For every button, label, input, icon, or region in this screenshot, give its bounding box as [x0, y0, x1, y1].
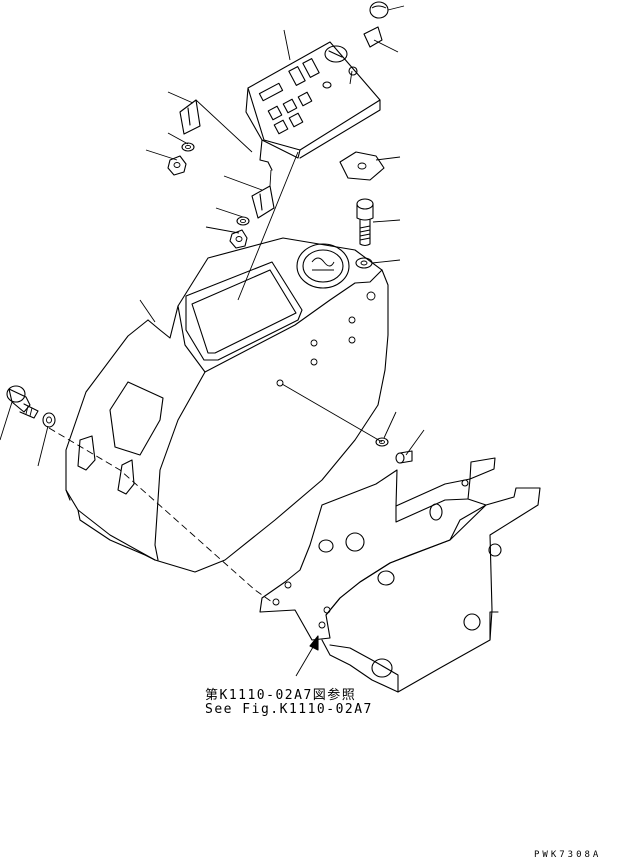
cover — [66, 238, 388, 572]
figure-reference-japanese: 第K1110-02A7図参照 — [205, 688, 357, 703]
plate — [340, 152, 384, 180]
washer — [43, 143, 388, 446]
figure-reference-english: See Fig.K1110-02A7 — [205, 702, 373, 717]
bracket — [180, 100, 274, 218]
leader-lines — [0, 6, 424, 676]
bolt — [396, 451, 412, 463]
key-switch — [364, 27, 382, 47]
switch-panel — [246, 42, 380, 170]
drawing-code: PWK7308A — [534, 850, 602, 860]
screw — [357, 199, 373, 246]
base-frame — [260, 458, 540, 692]
bolt — [7, 386, 38, 418]
knob — [370, 2, 388, 18]
nut — [168, 156, 247, 248]
